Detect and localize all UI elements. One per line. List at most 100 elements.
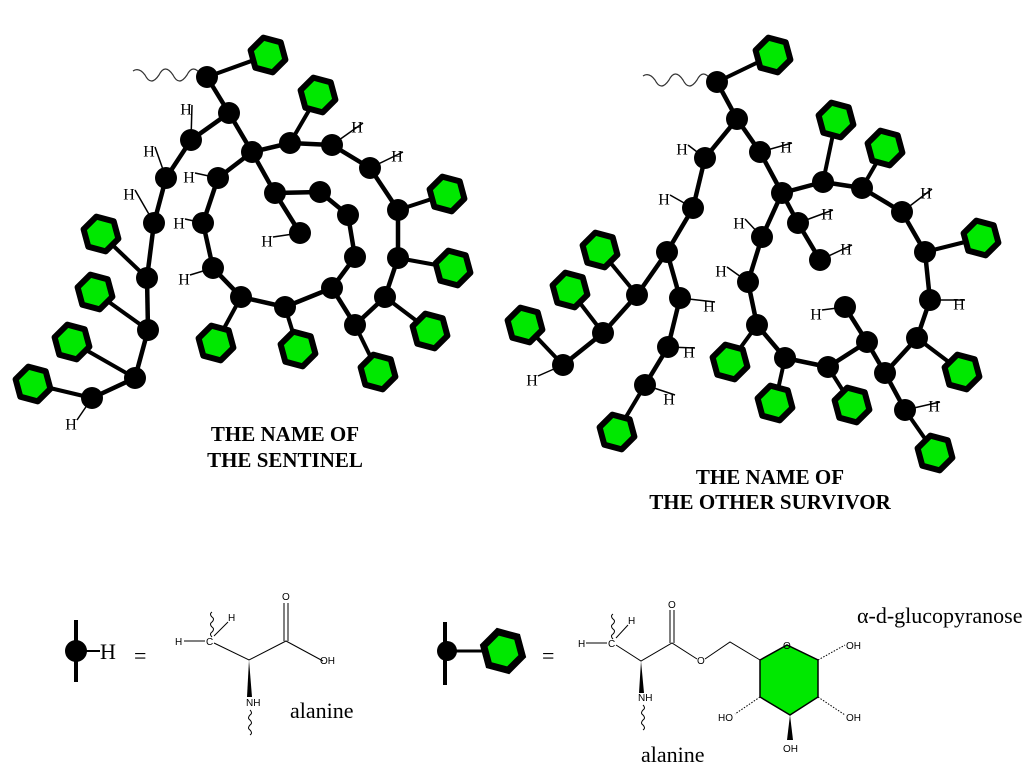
amino-acid-node [906,327,928,349]
sugar-hexagon-icon [297,74,339,116]
hydrogen-label: H [180,102,192,119]
sugar-hexagon-icon [409,310,451,352]
sugar-hexagon-icon [754,382,796,424]
atom-oh: OH [846,713,861,724]
amino-acid-node [309,181,331,203]
amino-acid-node [726,108,748,130]
amino-acid-node [289,222,311,244]
amino-acid-node [143,212,165,234]
hydrogen-label: H [821,207,833,224]
atom-o: O [282,592,290,603]
amino-acid-node [874,362,896,384]
puzzle-1-title-line1: THE NAME OF [211,422,359,446]
hydrogen-label: H [733,216,745,233]
amino-acid-node [344,246,366,268]
atom-o: O [783,641,791,652]
amino-acid-node [669,287,691,309]
glucopyranose-ring [759,644,819,716]
amino-acid-node [359,157,381,179]
sugar-hexagon-icon [504,304,546,346]
hydrogen-label: H [351,120,363,137]
amino-acid-node [817,356,839,378]
amino-acid-node [812,171,834,193]
amino-acid-node [387,199,409,221]
atom-h: H [228,613,235,624]
atom-o: O [668,600,676,611]
sugar-hexagon-icon [426,173,468,215]
amino-acid-node [124,367,146,389]
sugar-hexagon-icon [277,328,319,370]
sugar-hexagon-icon [709,341,751,383]
hydrogen-label: H [658,192,670,209]
amino-acid-node [321,277,343,299]
atom-oh: OH [846,641,861,652]
sugar-hexagon-icon [752,34,794,76]
amino-acid-node [657,336,679,358]
hydrogen-label: H [173,216,185,233]
sugar-hexagon-icon [596,411,638,453]
amino-acid-node [81,387,103,409]
atom-o: O [697,656,705,667]
amino-acid-node [682,197,704,219]
atom-c: C [608,639,615,650]
amino-acid-node [626,284,648,306]
sugar-hexagon-icon [579,229,621,271]
amino-acid-node [279,132,301,154]
amino-acid-node [180,129,202,151]
sugar-hexagon-icon [479,627,527,675]
amino-acid-node [746,314,768,336]
alanine-label: alanine [641,742,705,767]
hydrogen-label: H [183,170,195,187]
hydrogen-label: H [663,392,675,409]
hydrogen-label: H [261,234,273,251]
alanine-node-icon [65,640,87,662]
glucopyranose-label: α-d-glucopyranose [857,603,1022,628]
amino-acid-node [230,286,252,308]
atom-nh: NH [246,698,260,709]
atom-c: C [206,637,213,648]
sugar-hexagon-icon [864,127,906,169]
hydrogen-label: H [65,417,77,434]
amino-acid-node [751,226,773,248]
sugar-hexagon-icon [432,247,474,289]
amino-acid-node [771,182,793,204]
sugar-hexagon-icon [549,269,591,311]
sugar-hexagon-icon [357,351,399,393]
amino-acid-node [387,247,409,269]
amino-acid-node [737,271,759,293]
amino-acid-node [787,212,809,234]
atom-ho: HO [718,713,733,724]
amino-acid-node [136,267,158,289]
sugar-hexagon-icon [815,99,857,141]
amino-acid-node [894,399,916,421]
puzzle-2-title-line1: THE NAME OF [696,465,844,489]
atom-nh: NH [638,693,652,704]
hydrogen-label: H [810,307,822,324]
puzzle-2-title-line2: THE OTHER SURVIVOR [649,490,891,514]
hydrogen-label: H [780,140,792,157]
atom-h: H [578,639,585,650]
amino-acid-node [218,102,240,124]
sugar-hexagon-icon [960,217,1002,259]
hydrogen-label: H [391,149,403,166]
sugar-hexagon-icon [247,34,289,76]
hydrogen-label: H [526,373,538,390]
amino-acid-node [749,141,771,163]
chain-continuation-icon [642,73,712,87]
amino-acid-node [851,177,873,199]
hydrogen-label: H [920,186,932,203]
amino-acid-node [834,296,856,318]
hydrogen-label: H [123,187,135,204]
atom-h: H [628,616,635,627]
sugar-hexagon-icon [80,213,122,255]
amino-acid-node [264,182,286,204]
equals-sign: = [134,643,146,668]
hydrogen-label: H [703,299,715,316]
amino-acid-node [694,147,716,169]
amino-acid-node [706,71,728,93]
hydrogen-label: H [178,272,190,289]
amino-acid-node [856,331,878,353]
atom-h: H [175,637,182,648]
amino-acid-node [891,201,913,223]
amino-acid-node [274,296,296,318]
